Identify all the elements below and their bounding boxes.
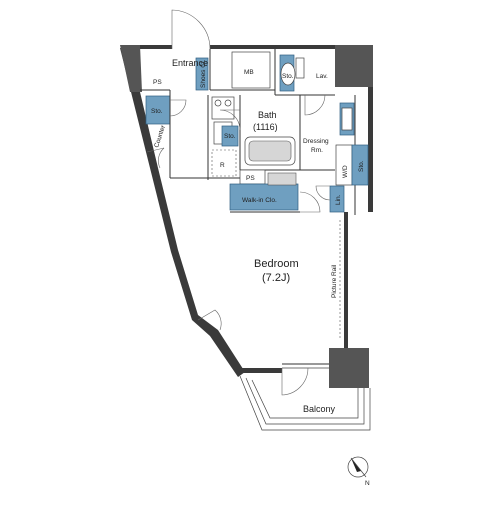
bath-door xyxy=(219,109,241,131)
pillar-top-left xyxy=(120,45,142,92)
balcony-door-swing xyxy=(281,367,309,396)
sto-right-box xyxy=(351,144,369,186)
walk-in-closet xyxy=(229,183,299,211)
label-lav: Lav. xyxy=(316,73,328,80)
outer-wall-right-lower xyxy=(344,212,348,350)
kitchen-sink xyxy=(211,96,235,120)
label-balcony: Balcony xyxy=(303,404,336,414)
stove-burner-1 xyxy=(214,99,222,107)
label-picture-rail: Picture Rail xyxy=(331,264,338,298)
outer-wall-bottom xyxy=(240,368,282,373)
sto-bath-box xyxy=(221,125,239,147)
label-sto-right: Sto. xyxy=(358,160,365,172)
outer-wall-top xyxy=(140,45,172,49)
north-compass: N xyxy=(347,456,370,487)
entrance-door-swing xyxy=(171,9,211,50)
label-dressing-rm: Rm. xyxy=(311,147,323,154)
refrigerator xyxy=(211,149,237,177)
label-entrance: Entrance xyxy=(172,58,208,68)
label-north: N xyxy=(365,480,370,487)
compass-needle-line xyxy=(350,457,367,478)
pillar-top-right xyxy=(335,45,373,87)
walk-in-rack xyxy=(267,172,297,186)
linen-closet xyxy=(329,185,345,213)
sto-left-door xyxy=(169,99,187,117)
linen-door xyxy=(315,185,331,201)
label-wd: W/D xyxy=(342,165,349,178)
counter-door xyxy=(146,147,165,169)
label-bedroom-size: (7.2J) xyxy=(262,272,290,284)
label-walkin: Walk-in Clo. xyxy=(242,197,277,204)
label-bath: Bath xyxy=(258,110,277,120)
label-dressing: Dressing xyxy=(303,138,329,145)
compass-circle-icon xyxy=(347,456,369,478)
balcony-rail-inner2 xyxy=(251,379,359,419)
dressing-sink xyxy=(341,107,353,131)
label-ps-mid: PS xyxy=(246,175,255,182)
wd-box xyxy=(335,144,353,186)
sto-left-box xyxy=(145,95,171,125)
outer-wall-right xyxy=(368,87,373,212)
label-bedroom: Bedroom xyxy=(254,258,299,270)
label-mb: MB xyxy=(244,69,254,76)
label-ps-top: PS xyxy=(153,79,162,86)
closet-door xyxy=(299,191,321,213)
balcony-rail-inner xyxy=(245,377,365,425)
stove-burner-2 xyxy=(224,99,232,107)
mb-box xyxy=(231,51,271,89)
label-sto-left: Sto. xyxy=(151,108,163,115)
label-lin: Lin. xyxy=(335,194,342,205)
bedroom-window-swing xyxy=(197,309,222,331)
shoes-closet xyxy=(195,57,209,91)
label-shoes-cl: Shoes Cl. xyxy=(200,60,207,88)
toilet-icon xyxy=(280,62,296,86)
balcony-rail xyxy=(239,375,371,431)
pillar-bottom-right xyxy=(329,348,369,388)
label-sto-bath: Sto. xyxy=(224,133,236,140)
lav-counter xyxy=(295,57,305,79)
bathtub-inner xyxy=(248,140,292,162)
label-r: R xyxy=(220,162,225,169)
label-counter: Counter xyxy=(153,124,167,149)
label-sto-toilet: Sto. xyxy=(282,73,294,80)
outer-wall-top-mid xyxy=(210,45,335,49)
lav-door-swing xyxy=(304,94,326,116)
label-bath-size: (1116) xyxy=(253,122,278,132)
